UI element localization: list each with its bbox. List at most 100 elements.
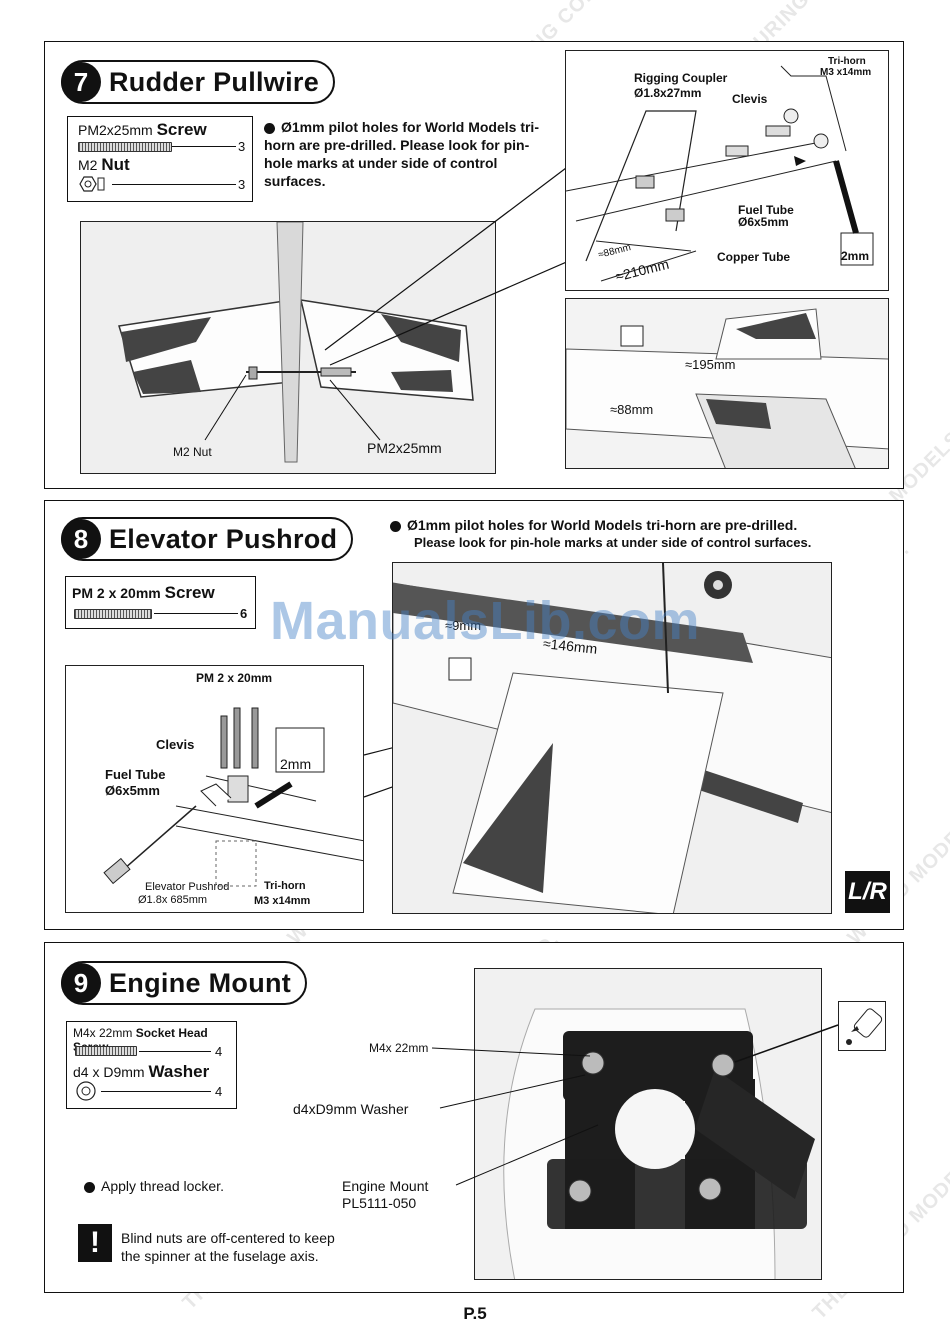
- washer-icon: [76, 1081, 96, 1101]
- rudder-tail-photo: [80, 221, 496, 474]
- drill-2mm-label: 2mm: [280, 756, 312, 772]
- parts-washer-name: Washer: [148, 1062, 210, 1081]
- parts-nut-size: M2: [78, 157, 98, 173]
- trihorn-size: M3 x14mm: [254, 895, 311, 907]
- fuel-tube-size: Ø6x5mm: [105, 783, 160, 798]
- thread-locker-note: Apply thread locker.: [84, 1178, 224, 1194]
- fuel-tube-size: Ø6x5mm: [738, 215, 789, 229]
- qty-leader: [139, 1051, 211, 1052]
- step8-header: 8 Elevator Pushrod: [61, 517, 354, 561]
- parts-screw-label: PM 2 x 20mm Screw: [72, 583, 215, 603]
- trihorn-label: Tri-horn: [828, 56, 866, 67]
- engine-mount-part-no: PL5111-050: [342, 1195, 417, 1211]
- copper-tube-label: Copper Tube: [717, 250, 791, 264]
- left-right-badge: L/R: [845, 871, 890, 913]
- step8-number: 8: [61, 519, 101, 559]
- rudder-linkage-diagram: [565, 50, 889, 291]
- page-number: P.5: [463, 1304, 487, 1323]
- parts-screw-qty: 3: [238, 139, 246, 154]
- dim-9-label: ≈9mm: [445, 618, 482, 633]
- parts-screw-label: PM2x25mm Screw: [78, 120, 207, 140]
- fuel-tube-label: Fuel Tube: [105, 767, 166, 782]
- step7-header: 7 Rudder Pullwire: [61, 60, 336, 104]
- step8-note: Ø1mm pilot holes for World Models tri-ho…: [390, 516, 870, 552]
- thread-locker-icon-box: [838, 1001, 886, 1051]
- m2-nut-label: M2 Nut: [173, 445, 212, 459]
- washer-callout: d4xD9mm Washer: [293, 1101, 409, 1117]
- glue-bottle-icon: [846, 1008, 883, 1045]
- bullet-icon: [84, 1181, 95, 1193]
- step8-parts-box: PM 2 x 20mm Screw 6: [65, 576, 256, 629]
- rigging-coupler-size: Ø1.8x27mm: [634, 86, 702, 100]
- step8-title: Elevator Pushrod: [109, 523, 338, 554]
- bullet-icon: [264, 122, 275, 134]
- engine-mount-photo: [474, 968, 822, 1280]
- parts-screw-size: PM2x25mm: [78, 122, 153, 138]
- parts-screw-size: M4x 22mm: [73, 1026, 133, 1040]
- parts-screw-size: PM 2 x 20mm: [72, 585, 161, 601]
- clevis-label: Clevis: [732, 92, 768, 106]
- dim-195-label: ≈195mm: [685, 357, 736, 372]
- dim-88-vertical-label: ≈88mm: [610, 402, 654, 417]
- fuselage-drawing: [566, 308, 888, 468]
- parts-screw-label: M4x 22mm Socket Head Screw: [73, 1026, 236, 1054]
- clevis-label: Clevis: [156, 737, 195, 752]
- elevator-pushrod-label: Elevator Pushrod: [145, 881, 230, 893]
- tail-illustration: [118, 222, 474, 463]
- socket-screw-icon: [75, 1046, 137, 1056]
- parts-screw-name: Screw: [164, 583, 215, 602]
- m4x22-callout: M4x 22mm: [369, 1041, 429, 1055]
- callout-lines: [431, 1024, 839, 1186]
- fuel-tube-label: Fuel Tube: [738, 203, 794, 217]
- nut-icon: [79, 176, 105, 192]
- blind-nuts-line2: the spinner at the fuselage axis.: [121, 1248, 319, 1264]
- step7-parts-box: PM2x25mm Screw 3 M2 Nut 3: [67, 116, 253, 202]
- bullet-icon: [390, 520, 401, 532]
- parts-nut-name: Nut: [101, 155, 130, 174]
- blind-nuts-line1: Blind nuts are off-centered to keep: [121, 1230, 335, 1246]
- step8-note-line1: Ø1mm pilot holes for World Models tri-ho…: [407, 517, 798, 533]
- step9-number: 9: [61, 963, 101, 1003]
- step7-title: Rudder Pullwire: [109, 66, 320, 97]
- step9-header: 9 Engine Mount: [61, 961, 308, 1005]
- parts-screw-name: Screw: [156, 120, 207, 139]
- step7-note: Ø1mm pilot holes for World Models tri-ho…: [264, 118, 554, 190]
- linkage-drawing: [566, 65, 874, 282]
- drill-2mm-label: 2mm: [841, 249, 870, 263]
- elevator-linkage-drawing: [103, 707, 363, 887]
- step9-parts-box: M4x 22mm Socket Head Screw 4 d4 x D9mm W…: [66, 1021, 237, 1109]
- screw-icon: [78, 142, 172, 152]
- screw-icon: [74, 609, 152, 619]
- parts-screw-qty: 6: [240, 606, 248, 621]
- parts-washer-qty: 4: [215, 1084, 223, 1099]
- step8-note-line2: Please look for pin-hole marks at under …: [414, 535, 812, 550]
- elevator-pushrod-size: Ø1.8x 685mm: [138, 894, 208, 906]
- elevator-photo: [392, 562, 832, 914]
- warning-icon: !: [78, 1224, 112, 1262]
- elevator-drawing: [393, 563, 831, 913]
- thread-locker-text: Apply thread locker.: [101, 1178, 224, 1194]
- trihorn-label: Tri-horn: [264, 880, 306, 892]
- trihorn-size: M3 x14mm: [820, 67, 872, 78]
- qty-leader: [154, 613, 238, 614]
- qty-leader: [172, 146, 236, 147]
- fuselage-tail-photo: [565, 298, 889, 469]
- step7-note-text: Ø1mm pilot holes for World Models tri-ho…: [264, 119, 539, 189]
- pm2x20-label: PM 2 x 20mm: [196, 671, 273, 685]
- parts-washer-size: d4 x D9mm: [73, 1064, 145, 1080]
- elevator-linkage-diagram: [65, 665, 364, 913]
- qty-leader: [101, 1091, 211, 1092]
- engine-mount-callout: Engine Mount: [342, 1178, 429, 1194]
- blind-nuts-note: Blind nuts are off-centered to keep the …: [121, 1229, 335, 1265]
- qty-leader: [112, 184, 236, 185]
- rigging-coupler-label: Rigging Coupler: [634, 71, 728, 85]
- parts-screw-qty: 4: [215, 1044, 223, 1059]
- engine-mount-drawing: [475, 969, 821, 1279]
- step7-number: 7: [61, 62, 101, 102]
- pm2x25-label: PM2x25mm: [367, 440, 442, 456]
- step9-title: Engine Mount: [109, 967, 292, 998]
- parts-nut-label: M2 Nut: [78, 155, 130, 175]
- manualslib-watermark: ManualsLib.com: [270, 591, 701, 651]
- parts-washer-label: d4 x D9mm Washer: [73, 1062, 209, 1082]
- parts-nut-qty: 3: [238, 177, 246, 192]
